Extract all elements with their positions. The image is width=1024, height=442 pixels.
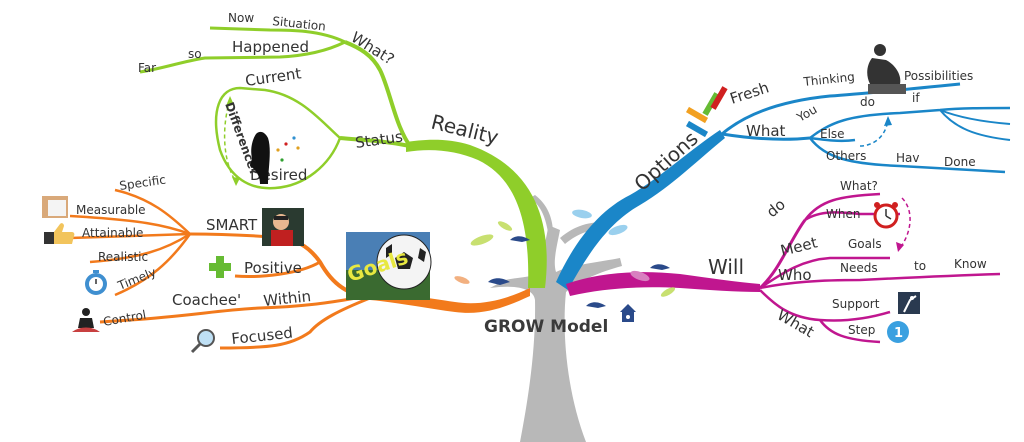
branch-options bbox=[556, 82, 1011, 290]
branch-will bbox=[566, 192, 1001, 344]
smart-timely-label: Timely bbox=[115, 265, 158, 293]
will-goals-label: Goals bbox=[848, 237, 882, 251]
will-support-label: Support bbox=[832, 297, 880, 311]
will-when-label: When bbox=[826, 207, 860, 221]
will-meet-label: Meet bbox=[779, 233, 820, 260]
soccer-ball-icon bbox=[346, 232, 432, 300]
alarm-clock-icon bbox=[873, 202, 899, 229]
will-what-label: What bbox=[774, 306, 817, 341]
stopwatch-icon bbox=[85, 270, 107, 295]
decorative-leaves bbox=[454, 209, 676, 297]
goals-control-label: Control bbox=[102, 308, 147, 329]
reality-happened-label: Happened bbox=[232, 38, 309, 56]
face-profile-icon bbox=[250, 131, 300, 184]
will-who-label: Who bbox=[778, 266, 812, 284]
child-photo bbox=[262, 208, 304, 246]
markers-icon bbox=[685, 86, 728, 138]
will-needs-label: Needs bbox=[840, 261, 878, 275]
sticky-note-icon bbox=[42, 196, 68, 218]
number-badge-icon: 1 bbox=[887, 321, 909, 343]
birdhouse-icon bbox=[620, 304, 636, 322]
smart-specific-label: Specific bbox=[118, 173, 166, 193]
will-step-label: Step bbox=[848, 323, 875, 337]
options-hav-label: Hav bbox=[896, 151, 919, 165]
smart-attainable-label: Attainable bbox=[82, 226, 143, 240]
will-know-label: Know bbox=[954, 257, 987, 271]
reality-current-label: Current bbox=[244, 64, 302, 90]
options-what-label: What bbox=[746, 122, 786, 140]
thinker-statue-icon bbox=[867, 44, 906, 94]
reality-so-label: so bbox=[188, 47, 202, 61]
goals-coachee-label: Coachee' bbox=[172, 291, 241, 309]
options-you-label: You bbox=[794, 102, 820, 125]
options-else-label: Else bbox=[820, 127, 845, 141]
smart-realistic-label: Realistic bbox=[98, 250, 148, 264]
will-step-number: 1 bbox=[894, 326, 903, 341]
branch-reality bbox=[139, 26, 547, 288]
options-thinking-label: Thinking bbox=[802, 70, 856, 89]
plus-icon bbox=[209, 256, 231, 278]
options-others-label: Others bbox=[826, 149, 866, 163]
goals-within-label: Within bbox=[263, 287, 312, 310]
options-fresh-label: Fresh bbox=[728, 78, 772, 107]
options-if-label: if bbox=[912, 91, 920, 105]
magnifier-icon bbox=[190, 329, 215, 354]
options-do-label: do bbox=[860, 95, 875, 109]
meditation-icon bbox=[72, 308, 100, 332]
reality-far-label: Far bbox=[138, 61, 156, 75]
will-label: Will bbox=[708, 255, 744, 279]
options-possibilities-label: Possibilities bbox=[904, 69, 973, 83]
smart-measurable-label: Measurable bbox=[76, 203, 146, 217]
will-what-q-label: What? bbox=[840, 179, 878, 193]
will-to-label: to bbox=[914, 259, 926, 273]
reality-situation-label: Situation bbox=[272, 14, 327, 34]
goals-positive-label: Positive bbox=[244, 259, 302, 277]
goals-smart-label: SMART bbox=[206, 216, 258, 234]
climber-icon bbox=[898, 292, 920, 314]
reality-now-label: Now bbox=[228, 11, 254, 25]
thumbs-up-icon bbox=[44, 223, 75, 244]
reality-status-label: Status bbox=[354, 127, 404, 152]
diagram-title: GROW Model bbox=[484, 317, 608, 337]
options-done-label: Done bbox=[944, 155, 976, 169]
bird-icon bbox=[488, 236, 670, 308]
will-do-label: do bbox=[763, 195, 789, 221]
